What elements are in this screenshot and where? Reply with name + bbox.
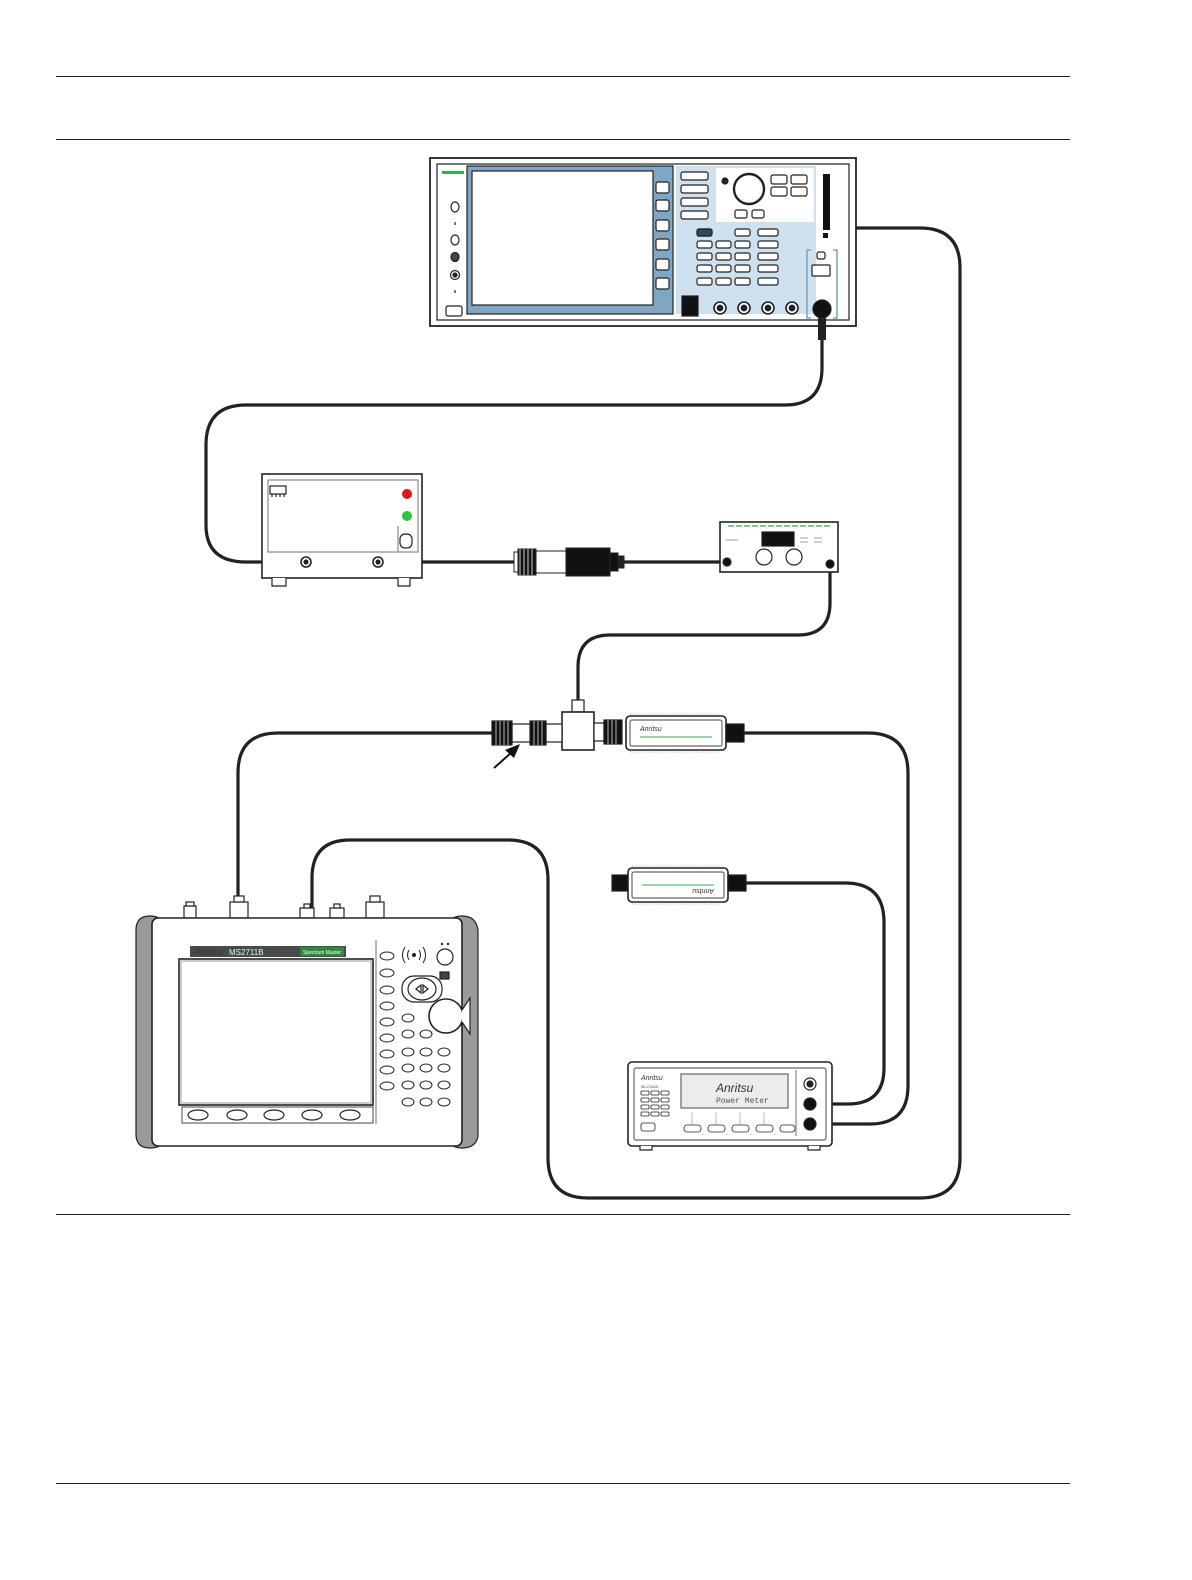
amplifier-box [262, 474, 422, 586]
step-attenuator [720, 522, 838, 572]
status-led-green [402, 511, 412, 521]
analyzer-model: MS2711B [229, 948, 264, 957]
analyzer-brand: Anritsu [193, 947, 222, 957]
meter-display-brand: Anritsu [715, 1081, 754, 1095]
power-splitter [492, 700, 622, 750]
analyzer-series: Spectrum Master [303, 950, 341, 956]
cable-tuner-to-tee [578, 566, 830, 700]
cable-tee-to-analyzer [238, 733, 492, 904]
power-meter: Anritsu ML2438A Anritsu Power Meter [628, 1062, 832, 1150]
signal-generator [430, 158, 856, 340]
tuning-knob [734, 174, 764, 204]
arrow-pointer-icon [494, 744, 520, 768]
generator-screen [472, 171, 653, 305]
rotary-knob [429, 999, 463, 1033]
status-strip [442, 171, 464, 174]
handheld-analyzer: Anritsu MS2711B Spectrum Master [136, 896, 478, 1148]
coax-adapter [514, 548, 624, 576]
meter-input-b [804, 1118, 816, 1130]
meter-input-a [804, 1098, 816, 1110]
power-sensor-b: Anritsu [612, 866, 746, 904]
navigation-pad [402, 976, 442, 1002]
sensor-a-brand: Anritsu [639, 726, 662, 733]
power-led-red [402, 489, 412, 499]
meter-brand: Anritsu [640, 1075, 663, 1082]
power-sensor-a: Anritsu [626, 714, 744, 752]
rf-output-port [813, 300, 831, 318]
sensor-b-brand: Anritsu [692, 887, 715, 894]
meter-display-text: Power Meter [716, 1097, 769, 1106]
meter-model: ML2438A [641, 1084, 658, 1089]
